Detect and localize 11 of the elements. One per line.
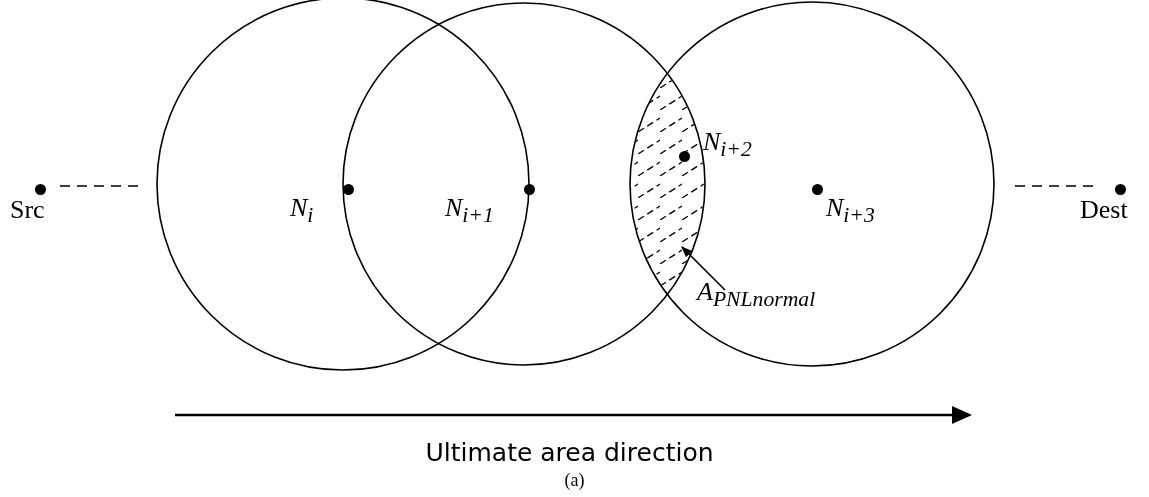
node-label: N$_{i+3}$ (826, 194, 875, 228)
leader-arrow (681, 246, 726, 291)
node-label: N$_{i+2}$ (703, 128, 752, 162)
node-label: Src (10, 196, 45, 225)
node-label: N$_{i+1}$ (445, 194, 494, 228)
axis-caption: Ultimate area direction (425, 438, 714, 467)
figure-caption: (a) (564, 470, 585, 490)
dashed-line (59, 185, 141, 187)
dashed-line (1014, 185, 1096, 187)
node-label: N$_{i}$ (290, 194, 314, 228)
node-label: Dest (1080, 196, 1128, 225)
